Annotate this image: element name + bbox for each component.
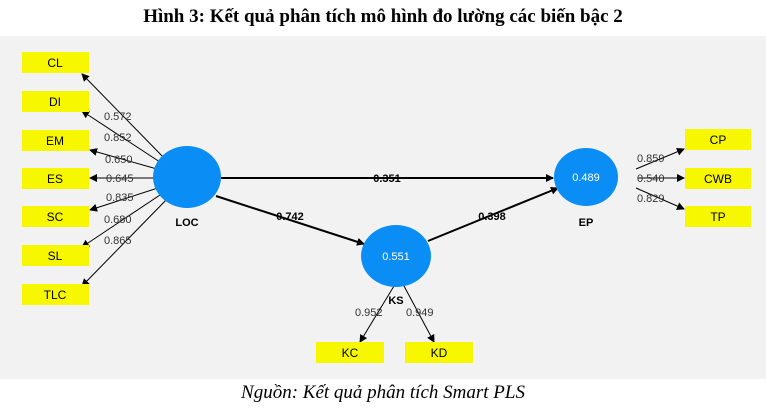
indicator-tp-box: [685, 206, 751, 227]
loading-em: 0.650: [105, 154, 133, 166]
indicator-tlc-box: [22, 284, 89, 305]
arrow-ep-tp: [635, 187, 685, 210]
loading-tp: 0.829: [637, 193, 665, 205]
arrow-ks-kc: [359, 285, 395, 343]
loading-di: 0.852: [104, 132, 132, 144]
arrow-ks-kd: [403, 285, 435, 343]
indicator-sl: SL: [48, 249, 63, 263]
loading-es: 0.645: [106, 173, 134, 185]
indicator-tlc: TLC: [44, 288, 67, 302]
construct-ks-r2: 0.551: [382, 251, 410, 263]
pls-diagram-canvas: LOC 0.551 KS 0.489 EP 0.351 0.742 0.398 …: [0, 36, 766, 379]
construct-ep-name: EP: [579, 217, 594, 229]
indicator-kd: KD: [431, 346, 448, 360]
indicator-sl-box: [22, 245, 89, 266]
arrow-loc-cl: [81, 73, 169, 163]
loading-sc: 0.835: [106, 192, 134, 204]
indicator-di: DI: [49, 95, 61, 109]
loading-cl: 0.572: [104, 111, 132, 123]
arrow-loc-di: [81, 110, 167, 167]
arrow-loc-em: [89, 148, 165, 172]
indicator-kd-box: [405, 342, 473, 363]
structural-paths: [215, 174, 559, 246]
construct-loc: [153, 146, 221, 208]
loading-kc: 0.952: [355, 307, 383, 319]
loading-sl: 0.680: [104, 214, 132, 226]
indicator-sc: SC: [47, 210, 64, 224]
indicator-cp: CP: [710, 133, 727, 147]
path-ks-ep-label: 0.398: [478, 211, 506, 223]
indicator-cl: CL: [47, 56, 63, 70]
ks-indicator-arrows: [359, 285, 435, 343]
arrow-loc-tlc: [81, 195, 171, 287]
indicator-di-box: [22, 91, 89, 112]
indicator-sc-box: [22, 206, 89, 227]
indicator-tp: TP: [710, 210, 725, 224]
loading-kd: 0.949: [406, 307, 434, 319]
indicator-cwb: CWB: [704, 172, 732, 186]
construct-ks: [361, 225, 431, 287]
ep-indicator-arrows: [635, 148, 685, 210]
arrow-loc-sl: [81, 190, 167, 248]
arrow-loc-sc: [89, 185, 165, 212]
indicator-cl-box: [22, 52, 89, 73]
loading-cwb: 0.540: [637, 173, 665, 185]
arrow-ep-cp: [635, 148, 685, 170]
figure-source: Nguồn: Kết quả phân tích Smart PLS: [241, 382, 525, 403]
construct-ep: [554, 148, 618, 206]
indicator-kc-box: [316, 342, 384, 363]
loading-tlc: 0.865: [104, 235, 132, 247]
indicator-es-box: [22, 168, 89, 189]
indicator-es: ES: [47, 172, 63, 186]
path-loc-ks-label: 0.742: [276, 211, 304, 223]
loc-indicator-arrows: [81, 73, 171, 287]
indicator-cp-box: [685, 129, 751, 150]
loading-cp: 0.859: [637, 153, 665, 165]
construct-ep-r2: 0.489: [572, 172, 600, 184]
pls-diagram: LOC 0.551 KS 0.489 EP 0.351 0.742 0.398 …: [22, 52, 751, 363]
indicator-cwb-box: [685, 168, 751, 189]
path-loc-ks: [215, 195, 365, 246]
indicator-em-box: [22, 130, 89, 151]
construct-ks-name: KS: [388, 295, 403, 307]
figure-title: Hình 3: Kết quả phân tích mô hình đo lườ…: [143, 6, 623, 27]
construct-loc-name: LOC: [175, 217, 198, 229]
indicator-kc: KC: [342, 346, 359, 360]
path-loc-ep-label: 0.351: [373, 173, 401, 185]
indicator-em: EM: [46, 134, 64, 148]
path-ks-ep: [427, 186, 559, 242]
